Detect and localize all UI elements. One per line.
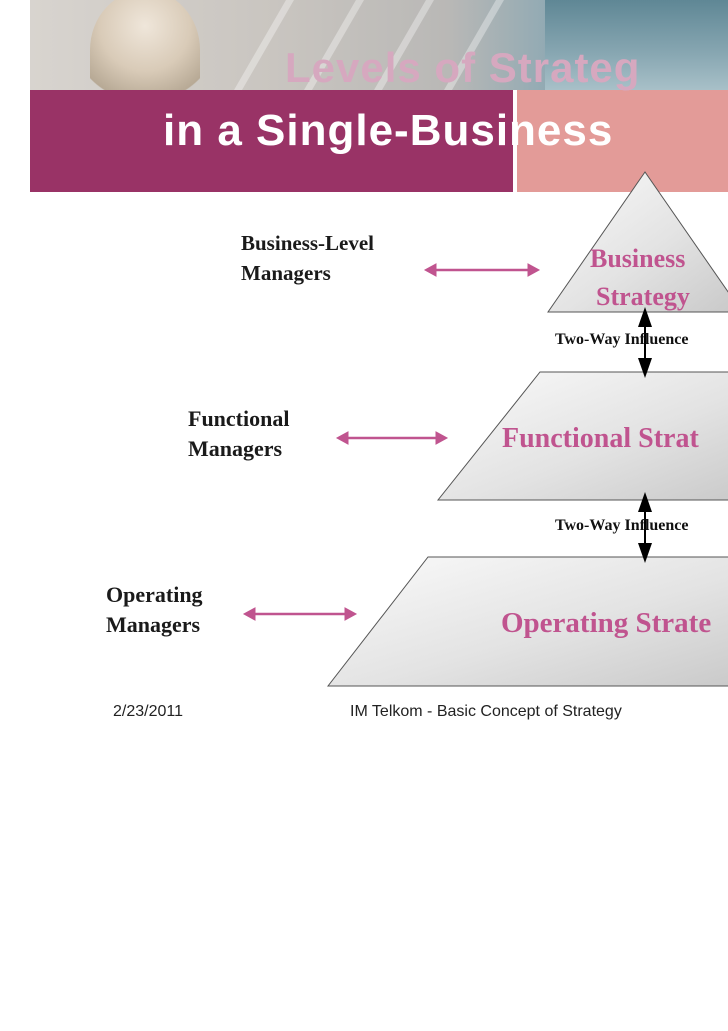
title-band-primary <box>30 90 513 192</box>
influence-arrow-lower <box>638 492 652 563</box>
two-way-influence-upper-label: Two-Way Influence <box>555 331 689 348</box>
title-band-secondary <box>517 90 728 192</box>
operating-tier-shape <box>326 556 728 687</box>
manager-arrow-business <box>423 263 541 277</box>
business-strategy-line1: Business <box>590 244 686 273</box>
slide-title-line2: in a Single-Business <box>163 106 614 155</box>
business-strategy-label: Business Strategy <box>590 240 690 316</box>
functional-managers-line2: Managers <box>188 436 283 461</box>
manager-arrow-functional <box>335 431 449 445</box>
functional-managers-line1: Functional <box>188 406 290 431</box>
functional-managers-label: Functional Managers <box>188 404 289 464</box>
business-managers-line1: Business-Level <box>241 231 375 255</box>
operating-managers-line2: Managers <box>106 612 201 637</box>
influence-arrow-upper <box>638 307 652 378</box>
business-managers-line2: Managers <box>241 261 331 285</box>
footer-caption: IM Telkom - Basic Concept of Strategy <box>350 703 622 720</box>
footer-date: 2/23/2011 <box>113 703 183 720</box>
operating-managers-label: Operating Managers <box>106 580 203 640</box>
business-level-managers-label: Business-Level Managers <box>241 228 374 288</box>
manager-arrow-operating <box>242 607 358 621</box>
person-image <box>90 0 200 90</box>
header-photo <box>30 0 728 90</box>
building-glass-image <box>545 0 728 90</box>
operating-managers-line1: Operating <box>106 582 203 607</box>
business-strategy-line2: Strategy <box>596 282 690 311</box>
functional-strategy-label: Functional Strat <box>502 423 699 454</box>
functional-tier-shape <box>436 371 728 501</box>
two-way-influence-lower-label: Two-Way Influence <box>555 517 689 534</box>
slide-title-line1: Levels of Strateg <box>285 44 641 91</box>
operating-strategy-label: Operating Strate <box>501 607 712 639</box>
